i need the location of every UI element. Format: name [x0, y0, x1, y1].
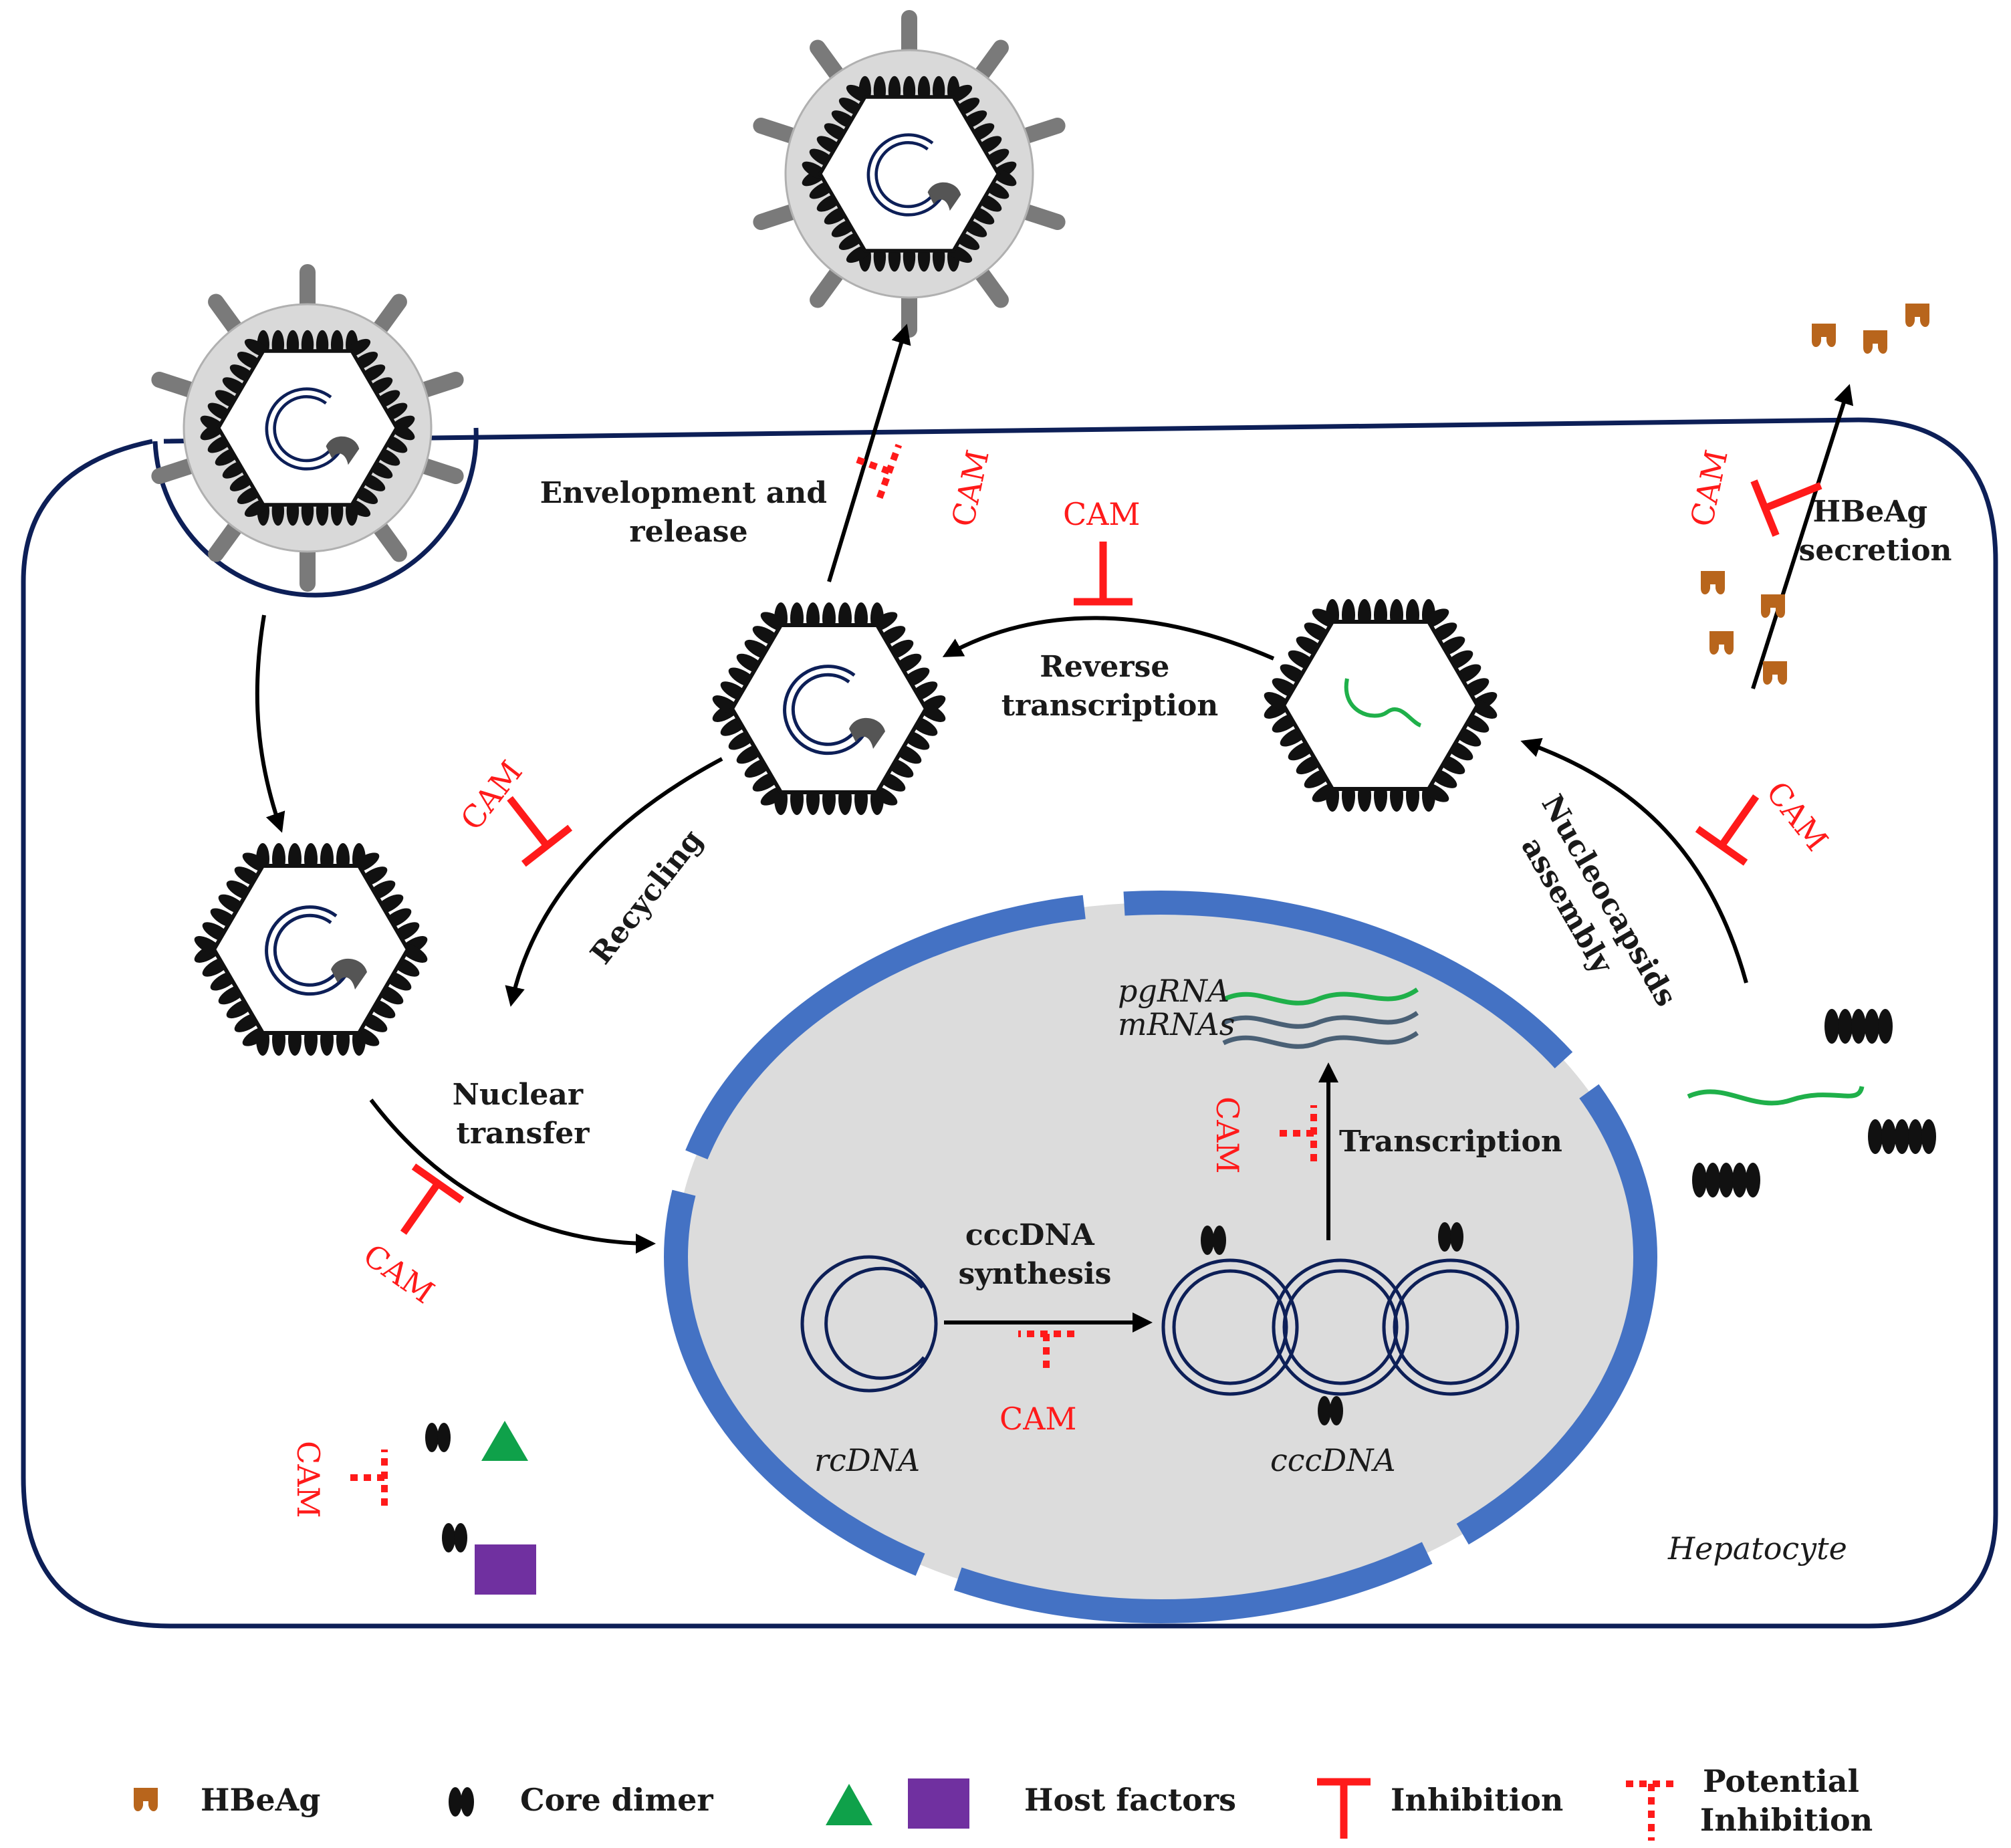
cam-label-reverse-transcription: CAM — [1063, 496, 1141, 532]
legend-potential-inhibition-label: Potential Inhibition — [1700, 1763, 1873, 1838]
hepatocyte-membrane — [21, 417, 1998, 1629]
hbeag-particle — [1701, 571, 1725, 594]
nucleus — [676, 903, 1645, 1611]
arrow-reverse-transcription — [942, 616, 1275, 661]
capsid-pgrna — [1261, 599, 1500, 812]
label-mrnas: mRNAs — [1118, 1006, 1235, 1042]
host-factor-triangle — [481, 1421, 528, 1461]
label-hepatocyte: Hepatocyte — [1667, 1530, 1847, 1567]
cccdna-circles — [1161, 1258, 1520, 1396]
inhibition-reverse-transcription — [1074, 542, 1133, 602]
hbeag-particle — [1763, 661, 1787, 685]
cam-label-hbeag: CAM — [1683, 447, 1735, 530]
legend-inhibition-label: Inhibition — [1391, 1782, 1563, 1818]
label-envelopment: Envelopment and release — [540, 476, 838, 549]
legend-core-dimer-swatch — [449, 1787, 474, 1817]
cam-label-host-factors: CAM — [290, 1441, 326, 1518]
label-transcription: Transcription — [1339, 1125, 1562, 1159]
pgrna-cytoplasm — [1687, 1086, 1865, 1106]
capsid-mature — [709, 602, 948, 815]
hbeag-particle — [1709, 631, 1734, 655]
legend-host-factors-label: Host factors — [1024, 1782, 1236, 1818]
legend-inhibition-symbol — [1317, 1778, 1371, 1839]
hbeag-particle — [1863, 330, 1887, 354]
hbeag-particle — [1761, 594, 1785, 618]
cam-label-assembly: CAM — [1759, 775, 1835, 858]
arrow-hbeag-secretion — [1751, 384, 1854, 689]
rcdna-circle — [800, 1255, 938, 1393]
arrow-nuclear-transfer — [369, 1099, 656, 1254]
core-dimer-cluster — [1868, 1119, 1936, 1154]
core-dimer-cluster — [1824, 1009, 1893, 1044]
hbeag-particle — [1812, 324, 1836, 347]
mrna-strand — [1222, 1031, 1419, 1049]
membrane-invagination — [152, 427, 479, 598]
label-nuclear-transfer: Nuclear transfer — [453, 1078, 594, 1151]
arrow-envelopment — [827, 324, 911, 582]
mrna-strand — [1222, 1011, 1419, 1029]
nuclear-envelope — [664, 891, 1657, 1623]
cam-label-nuclear-transfer: CAM — [357, 1237, 441, 1311]
hbeag-particle — [1905, 304, 1929, 327]
cam-label-envelopment: CAM — [945, 447, 996, 530]
core-dimer-cluster — [1692, 1163, 1760, 1197]
potential-inhibition-host-factors — [346, 1450, 384, 1506]
legend: HBeAg Core dimer Host factors Inhibition… — [134, 1763, 1873, 1841]
label-cccdna: cccDNA — [1270, 1442, 1396, 1478]
core-dimer — [442, 1523, 467, 1552]
capsid-cytoplasm — [191, 843, 430, 1056]
cam-label-cccdna-synthesis: CAM — [999, 1401, 1077, 1437]
label-hbeag-secretion: HBeAg secretion — [1798, 495, 1951, 568]
label-rcdna: rcDNA — [814, 1442, 920, 1478]
legend-potential-inhibition-symbol — [1626, 1780, 1677, 1841]
arrow-recycling — [505, 757, 723, 1007]
label-cccdna-synthesis: cccDNA synthesis — [959, 1218, 1112, 1291]
legend-hbeag-swatch — [134, 1788, 158, 1811]
virion-released — [751, 10, 1067, 338]
legend-core-dimer-label: Core dimer — [520, 1782, 713, 1818]
pgrna-strand — [1222, 988, 1419, 1006]
label-pgrna: pgRNA — [1118, 973, 1229, 1009]
arrow-assembly — [1520, 737, 1748, 984]
cam-label-transcription: CAM — [1209, 1096, 1246, 1174]
label-reverse-transcription: Reverse transcription — [1001, 650, 1219, 723]
cam-label-recycling: CAM — [453, 754, 529, 836]
arrow-entry — [255, 614, 285, 833]
legend-hbeag-label: HBeAg — [201, 1782, 320, 1818]
legend-host-factor-square — [908, 1778, 969, 1829]
core-dimer — [425, 1423, 451, 1452]
host-factor-square — [475, 1544, 536, 1595]
legend-host-factor-triangle — [826, 1784, 872, 1825]
